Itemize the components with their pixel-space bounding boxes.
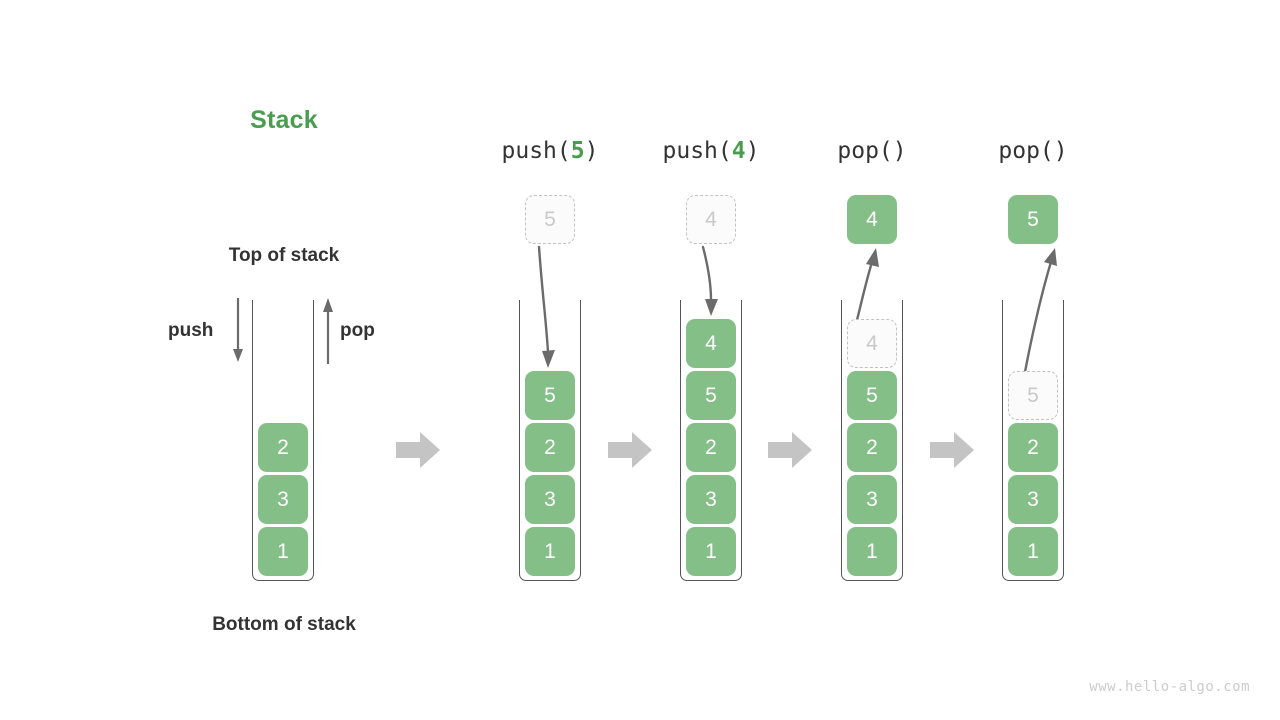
stack-element: 2	[686, 423, 736, 472]
stack-container	[1002, 300, 1064, 581]
stack-element: 4	[686, 319, 736, 368]
stack-container	[519, 300, 581, 581]
caption-suffix: )	[584, 138, 599, 164]
operation-caption: push(4)	[641, 138, 781, 164]
stack-element: 3	[1008, 475, 1058, 524]
stack-element: 3	[525, 475, 575, 524]
step-pop-4-column: pop() 4 4 5 2 3 1	[802, 0, 942, 720]
caption-suffix: )	[892, 138, 907, 164]
stack-element: 5	[686, 371, 736, 420]
stack-element: 2	[1008, 423, 1058, 472]
stack-element: 1	[525, 527, 575, 576]
caption-prefix: pop(	[998, 138, 1054, 164]
top-of-stack-label: Top of stack	[228, 245, 340, 266]
pop-label: pop	[340, 320, 375, 341]
popped-element: 4	[847, 195, 897, 244]
step-push-4-column: push(4) 4 4 5 2 3 1	[641, 0, 781, 720]
separator-arrow-right-icon	[768, 430, 812, 470]
stack-element: 5	[847, 371, 897, 420]
caption-arg: 4	[731, 138, 746, 164]
caption-suffix: )	[745, 138, 760, 164]
removed-element-ghost: 5	[1008, 371, 1058, 420]
stack-element: 2	[847, 423, 897, 472]
stack-element: 3	[258, 475, 308, 524]
stack-container	[841, 300, 903, 581]
incoming-element-ghost: 5	[525, 195, 575, 244]
popped-element: 5	[1008, 195, 1058, 244]
separator-arrow-right-icon	[608, 430, 652, 470]
stack-element: 1	[258, 527, 308, 576]
push-label: push	[168, 320, 214, 341]
stack-container	[252, 300, 314, 581]
stack-element: 5	[525, 371, 575, 420]
removed-element-ghost: 4	[847, 319, 897, 368]
initial-stack-column: 2 3 1	[245, 0, 385, 720]
stack-container	[680, 300, 742, 581]
operation-caption: pop()	[802, 138, 942, 164]
stack-element: 1	[686, 527, 736, 576]
operation-caption: pop()	[963, 138, 1103, 164]
step-push-5-column: push(5) 5 5 2 3 1	[480, 0, 620, 720]
caption-arg: 5	[570, 138, 585, 164]
separator-arrow-right-icon	[396, 430, 440, 470]
bottom-of-stack-label: Bottom of stack	[212, 614, 356, 635]
page-title: Stack	[250, 106, 318, 134]
caption-prefix: push(	[662, 138, 732, 164]
caption-prefix: pop(	[837, 138, 893, 164]
stack-element: 1	[1008, 527, 1058, 576]
pop-arrow-up-icon	[321, 298, 335, 364]
separator-arrow-right-icon	[930, 430, 974, 470]
caption-suffix: )	[1053, 138, 1068, 164]
stack-element: 1	[847, 527, 897, 576]
operation-caption: push(5)	[480, 138, 620, 164]
stack-element: 3	[847, 475, 897, 524]
step-pop-5-column: pop() 5 5 2 3 1	[963, 0, 1103, 720]
watermark: www.hello-algo.com	[1089, 679, 1250, 695]
incoming-element-ghost: 4	[686, 195, 736, 244]
stack-element: 2	[258, 423, 308, 472]
push-arrow-down-icon	[231, 298, 245, 364]
caption-prefix: push(	[501, 138, 571, 164]
stack-element: 3	[686, 475, 736, 524]
stack-element: 2	[525, 423, 575, 472]
